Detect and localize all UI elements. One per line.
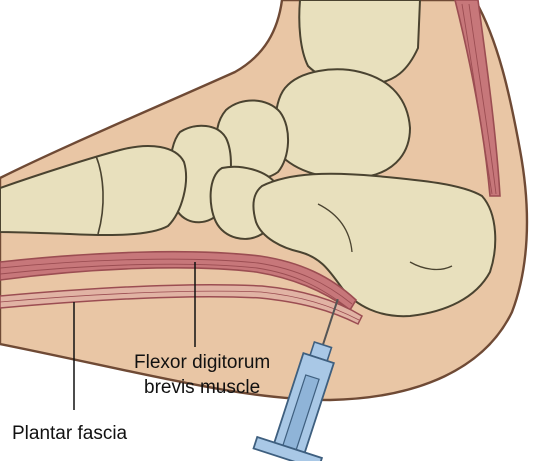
metatarsal-bone: [0, 145, 188, 237]
syringe-flange: [252, 435, 324, 461]
talus-bone: [274, 68, 412, 180]
flexor-label-line1: Flexor digitorum: [134, 352, 270, 373]
achilles-fibers: [461, 3, 497, 195]
metatarsal-bone-joint: [95, 155, 104, 235]
achilles-tendon: [454, 0, 501, 197]
flexor-fibers: [0, 258, 353, 309]
syringe-needle: [321, 298, 339, 347]
plantar-fascia-label: Plantar fascia: [12, 423, 128, 444]
syringe: [252, 298, 339, 461]
fascia-fibers: [0, 290, 360, 321]
calcaneus-detail: [317, 203, 453, 271]
flexor-label-line2: brevis muscle: [144, 377, 260, 398]
calcaneus-bone: [252, 172, 497, 318]
plantar-fascia-band: [0, 283, 363, 326]
